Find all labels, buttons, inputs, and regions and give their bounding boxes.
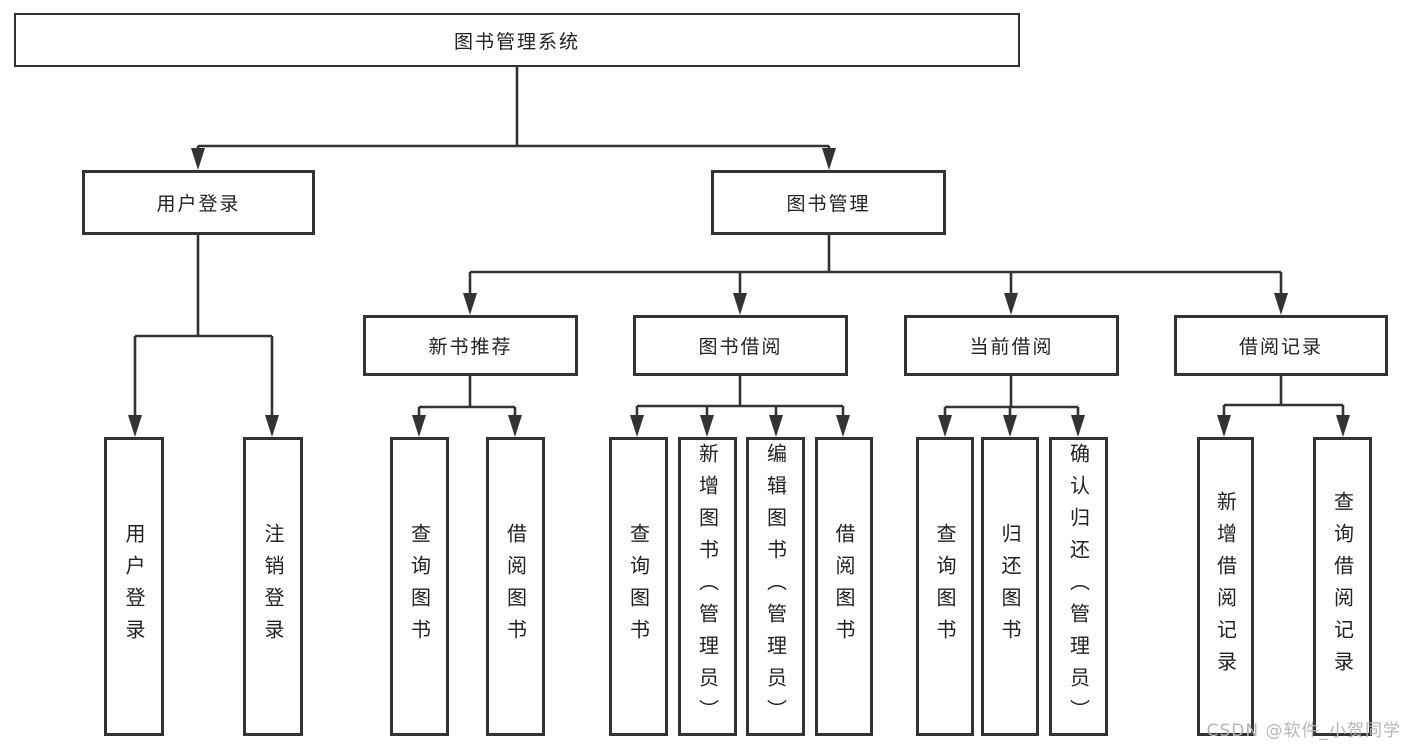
csdn-watermark: CSDN @软件_小贺同学 (1206, 721, 1401, 741)
node-root-system: 图书管理系统 (14, 13, 1020, 67)
leaf-newbooks-borrow-books: 借阅图书 (486, 437, 545, 736)
leaf-current-query-books: 查询图书 (916, 437, 974, 736)
node-user-login-label: 用户登录 (156, 193, 241, 215)
leaf-user-login-label: 用户登录 (122, 522, 146, 651)
leaf-logout: 注销登录 (243, 437, 303, 736)
node-book-management-label: 图书管理 (786, 193, 871, 215)
node-root-label: 图书管理系统 (453, 30, 580, 53)
node-new-book-recommend: 新书推荐 (363, 315, 578, 376)
leaf-borrowing-query-books: 查询图书 (609, 437, 668, 736)
node-current-borrowing-label: 当前借阅 (969, 336, 1054, 358)
node-user-login: 用户登录 (82, 170, 315, 235)
node-borrowing-records-label: 借阅记录 (1238, 336, 1323, 358)
leaf-borrowing-borrow-books: 借阅图书 (815, 437, 873, 736)
leaf-borrowing-edit-books-admin: 编辑图书（管理员） (746, 437, 805, 736)
leaf-current-confirm-return-admin-label: 确认归还（管理员） (1066, 442, 1091, 731)
leaf-newbooks-query-books: 查询图书 (390, 437, 449, 736)
leaf-records-add-record-label: 新增借阅记录 (1213, 490, 1238, 683)
leaf-records-query-record-label: 查询借阅记录 (1330, 490, 1355, 683)
node-current-borrowing: 当前借阅 (904, 315, 1119, 376)
leaf-current-return-books: 归还图书 (981, 437, 1039, 736)
leaf-newbooks-borrow-books-label: 借阅图书 (503, 522, 528, 651)
node-borrowing-records: 借阅记录 (1174, 315, 1388, 376)
node-book-borrowing-label: 图书借阅 (698, 336, 783, 358)
leaf-borrowing-query-books-label: 查询图书 (626, 522, 651, 651)
leaf-borrowing-add-books-admin: 新增图书（管理员） (678, 437, 737, 736)
leaf-logout-label: 注销登录 (261, 522, 285, 651)
leaf-current-return-books-label: 归还图书 (998, 522, 1022, 651)
leaf-current-query-books-label: 查询图书 (933, 522, 957, 651)
leaf-records-query-record: 查询借阅记录 (1313, 437, 1372, 736)
node-new-book-recommend-label: 新书推荐 (428, 336, 513, 358)
leaf-records-add-record: 新增借阅记录 (1197, 437, 1254, 736)
leaf-user-login: 用户登录 (104, 437, 164, 736)
node-book-borrowing: 图书借阅 (633, 315, 848, 376)
leaf-current-confirm-return-admin: 确认归还（管理员） (1049, 437, 1108, 736)
leaf-newbooks-query-books-label: 查询图书 (407, 522, 432, 651)
node-book-management: 图书管理 (711, 170, 946, 235)
leaf-borrowing-borrow-books-label: 借阅图书 (832, 522, 856, 651)
leaf-borrowing-add-books-admin-label: 新增图书（管理员） (695, 442, 720, 731)
leaf-borrowing-edit-books-admin-label: 编辑图书（管理员） (763, 442, 788, 731)
